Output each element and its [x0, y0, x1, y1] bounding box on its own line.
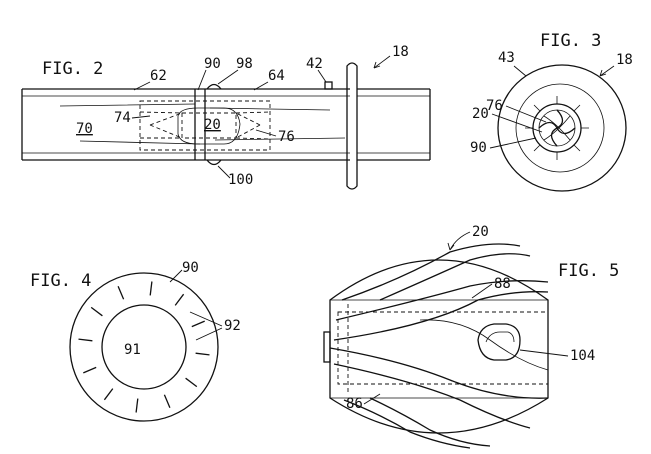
fig4: FIG. 4 90 92 91 — [30, 260, 241, 422]
fig2-label-18: 18 — [392, 44, 409, 60]
fig3-label-43: 43 — [498, 50, 515, 66]
fig4-slit — [103, 388, 114, 401]
fig5-label-20: 20 — [472, 224, 489, 240]
fig4-slit — [149, 281, 153, 296]
fig4-slits — [78, 281, 210, 413]
fig2-title: FIG. 2 — [42, 59, 103, 79]
fig3-title: FIG. 3 — [540, 31, 601, 51]
fig5: FIG. 5 20 88 104 — [323, 224, 619, 449]
fig4-label-91: 91 — [124, 342, 141, 358]
fig2-label-42: 42 — [306, 56, 323, 72]
fig2-label-100: 100 — [228, 172, 253, 188]
fig2-label-90: 90 — [204, 56, 221, 72]
fig4-slit — [135, 398, 139, 413]
fig4-slit — [195, 352, 210, 356]
fig4-title: FIG. 4 — [30, 271, 91, 291]
fig5-label-86: 86 — [346, 396, 363, 412]
fig3-label-18: 18 — [616, 52, 633, 68]
fig3-end-view — [497, 64, 627, 192]
fig4-slit — [117, 286, 125, 300]
fig3-label-20: 20 — [472, 106, 489, 122]
fig4-slit — [90, 306, 103, 317]
fig4-slit — [163, 394, 171, 408]
fig2-label-64: 64 — [268, 68, 285, 84]
fig2-label-76: 76 — [278, 129, 295, 145]
fig4-slit — [83, 366, 97, 374]
fig3-label-90: 90 — [470, 140, 487, 156]
fig5-label-88: 88 — [494, 276, 511, 292]
fig2-label-70: 70 — [76, 121, 93, 137]
fig2-label-20: 20 — [204, 117, 221, 133]
fig2: FIG. 2 62 — [21, 44, 431, 190]
fig2-label-98: 98 — [236, 56, 253, 72]
fig5-insert-body — [323, 243, 549, 449]
fig2-label-74: 74 — [114, 110, 131, 126]
fig4-slit — [78, 338, 93, 342]
fig4-ring — [69, 272, 219, 422]
fig2-flange — [346, 62, 431, 190]
fig2-tube — [21, 81, 350, 166]
fig4-slit — [185, 377, 198, 388]
fig4-label-90: 90 — [182, 260, 199, 276]
fig5-label-104: 104 — [570, 348, 595, 364]
fig4-slit — [174, 293, 185, 306]
fig3-label-76: 76 — [486, 98, 503, 114]
fig2-label-62: 62 — [150, 68, 167, 84]
fig2-insert — [139, 100, 271, 151]
fig4-label-92: 92 — [224, 318, 241, 334]
fig4-slit — [191, 320, 205, 328]
fig3: FIG. 3 43 18 76 20 90 — [470, 31, 633, 192]
fig5-title: FIG. 5 — [558, 261, 619, 281]
